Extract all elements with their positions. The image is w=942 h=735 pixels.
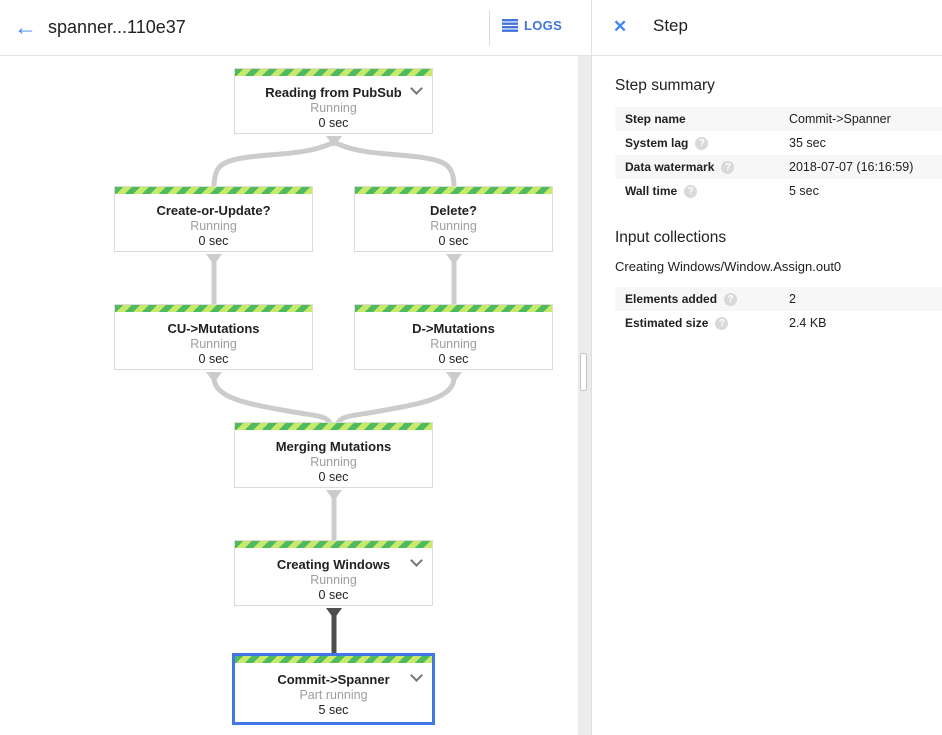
table-row: Wall time ? 5 sec bbox=[615, 179, 942, 203]
graph-edges bbox=[206, 136, 462, 654]
node-time: 0 sec bbox=[438, 352, 469, 366]
splitter-handle[interactable] bbox=[580, 353, 587, 391]
list-icon bbox=[502, 19, 518, 32]
row-label: Data watermark bbox=[625, 160, 715, 174]
running-stripe bbox=[235, 541, 432, 548]
edge bbox=[331, 139, 457, 190]
running-stripe bbox=[235, 656, 432, 663]
graph-node-reading-from-pubsub[interactable]: Reading from PubSub Running 0 sec bbox=[234, 68, 433, 134]
node-title: D->Mutations bbox=[412, 321, 495, 336]
table-row: Step name Commit->Spanner bbox=[615, 107, 942, 131]
node-time: 0 sec bbox=[438, 234, 469, 248]
panel-header: ✕ Step bbox=[592, 0, 942, 56]
running-stripe bbox=[235, 423, 432, 430]
node-status: Running bbox=[430, 337, 477, 351]
node-title: Delete? bbox=[430, 203, 477, 218]
graph-node-d-mutations[interactable]: D->Mutations Running 0 sec bbox=[354, 304, 553, 370]
graph-node-commit-spanner[interactable]: Commit->Spanner Part running 5 sec bbox=[232, 653, 435, 725]
job-title: spanner...110e37 bbox=[48, 17, 186, 37]
node-status: Running bbox=[190, 219, 237, 233]
graph-node-cu-mutations[interactable]: CU->Mutations Running 0 sec bbox=[114, 304, 313, 370]
logs-button[interactable]: LOGS bbox=[502, 18, 562, 33]
row-value: 5 sec bbox=[789, 184, 819, 198]
collection-name: Creating Windows/Window.Assign.out0 bbox=[615, 259, 842, 274]
edge bbox=[211, 139, 337, 190]
graph-node-merging-mutations[interactable]: Merging Mutations Running 0 sec bbox=[234, 422, 433, 488]
row-value: 2018-07-07 (16:16:59) bbox=[789, 160, 914, 174]
topbar-divider bbox=[489, 10, 490, 46]
edge bbox=[335, 375, 457, 426]
graph-node-creating-windows[interactable]: Creating Windows Running 0 sec bbox=[234, 540, 433, 606]
node-time: 0 sec bbox=[318, 470, 349, 484]
job-graph-canvas[interactable]: Reading from PubSub Running 0 sec Create… bbox=[0, 56, 578, 735]
help-icon[interactable]: ? bbox=[715, 316, 729, 330]
node-status: Running bbox=[310, 573, 357, 587]
row-value: 2.4 KB bbox=[789, 316, 827, 330]
graph-node-create-or-update[interactable]: Create-or-Update? Running 0 sec bbox=[114, 186, 313, 252]
row-label: Step name bbox=[625, 112, 686, 126]
help-icon[interactable]: ? bbox=[684, 184, 698, 198]
node-time: 0 sec bbox=[318, 588, 349, 602]
table-row: Data watermark ? 2018-07-07 (16:16:59) bbox=[615, 155, 942, 179]
close-icon[interactable]: ✕ bbox=[613, 17, 628, 36]
top-bar: ← spanner...110e37 LOGS bbox=[0, 0, 591, 56]
node-time: 0 sec bbox=[318, 116, 349, 130]
row-value: 2 bbox=[789, 292, 796, 306]
node-title: Creating Windows bbox=[276, 557, 391, 572]
row-label: Estimated size bbox=[625, 316, 709, 330]
node-time: 0 sec bbox=[198, 234, 229, 248]
row-label: Wall time bbox=[625, 184, 678, 198]
running-stripe bbox=[355, 187, 552, 194]
row-value: 35 sec bbox=[789, 136, 826, 150]
table-row: Elements added ? 2 bbox=[615, 287, 942, 311]
row-label: Elements added bbox=[625, 292, 718, 306]
input-collections-heading: Input collections bbox=[615, 229, 727, 246]
running-stripe bbox=[235, 69, 432, 76]
running-stripe bbox=[115, 187, 312, 194]
step-summary-table: Step name Commit->Spanner System lag ? 3… bbox=[615, 107, 942, 203]
node-time: 5 sec bbox=[318, 703, 349, 717]
help-icon[interactable]: ? bbox=[721, 160, 735, 174]
node-title: Commit->Spanner bbox=[277, 672, 390, 687]
help-icon[interactable]: ? bbox=[695, 136, 709, 150]
table-row: System lag ? 35 sec bbox=[615, 131, 942, 155]
node-time: 0 sec bbox=[198, 352, 229, 366]
row-label: System lag bbox=[625, 136, 689, 150]
node-status: Running bbox=[190, 337, 237, 351]
node-title: Reading from PubSub bbox=[265, 85, 402, 100]
node-title: Merging Mutations bbox=[275, 439, 392, 454]
table-row: Estimated size ? 2.4 KB bbox=[615, 311, 942, 335]
input-collections-table: Elements added ? 2 Estimated size ? 2.4 … bbox=[615, 287, 942, 335]
running-stripe bbox=[355, 305, 552, 312]
panel-splitter[interactable] bbox=[578, 56, 591, 735]
row-value: Commit->Spanner bbox=[789, 112, 891, 126]
panel-title: Step bbox=[653, 16, 688, 35]
node-status: Running bbox=[310, 455, 357, 469]
back-arrow-icon[interactable]: ← bbox=[14, 14, 37, 40]
step-summary-heading: Step summary bbox=[615, 77, 715, 94]
node-status: Part running bbox=[299, 688, 368, 702]
graph-node-delete[interactable]: Delete? Running 0 sec bbox=[354, 186, 553, 252]
node-status: Running bbox=[310, 101, 357, 115]
node-status: Running bbox=[430, 219, 477, 233]
node-title: Create-or-Update? bbox=[156, 203, 271, 218]
panel-content: Step summary Step name Commit->Spanner S… bbox=[592, 56, 942, 335]
logs-button-label: LOGS bbox=[524, 18, 563, 33]
running-stripe bbox=[115, 305, 312, 312]
help-icon[interactable]: ? bbox=[724, 292, 738, 306]
edge bbox=[211, 375, 333, 426]
step-details-panel: ✕ Step Step summary Step name Commit->Sp… bbox=[591, 0, 942, 735]
node-title: CU->Mutations bbox=[167, 321, 260, 336]
